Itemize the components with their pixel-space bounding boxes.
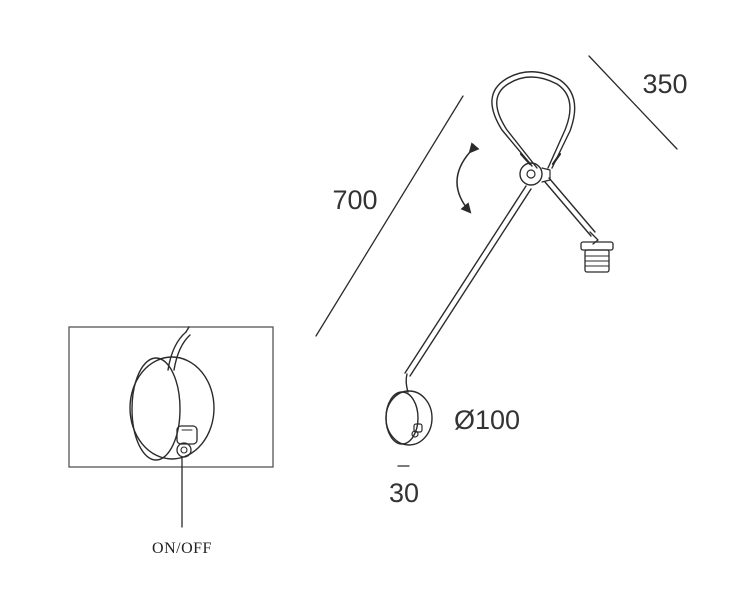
reach-dimension-line — [588, 55, 678, 150]
height-dimension-label: 700 — [332, 185, 377, 215]
lamp-socket — [580, 231, 614, 273]
base-diameter-label: Ø100 — [454, 405, 520, 435]
reach-dimension: 350 — [588, 55, 688, 150]
detail-frame — [68, 326, 274, 468]
reach-dimension-label: 350 — [642, 69, 687, 99]
lamp-wall-base — [385, 390, 433, 446]
base-depth-label: 30 — [389, 478, 419, 508]
lamp-joint — [519, 162, 551, 186]
wall-lamp — [385, 71, 614, 446]
switch-label: ON/OFF — [152, 540, 212, 557]
rotation-arrow-icon — [456, 142, 480, 214]
base-depth-dimension: 30 — [389, 465, 419, 508]
height-dimension-line — [315, 95, 464, 337]
switch-detail-inset — [68, 326, 274, 528]
height-dimension: 700 — [315, 95, 464, 337]
lamp-main-arm — [404, 185, 532, 393]
lamp-socket-arm — [544, 177, 596, 237]
on-off-switch-icon — [176, 425, 198, 458]
lamp-loop-handle — [491, 71, 576, 169]
